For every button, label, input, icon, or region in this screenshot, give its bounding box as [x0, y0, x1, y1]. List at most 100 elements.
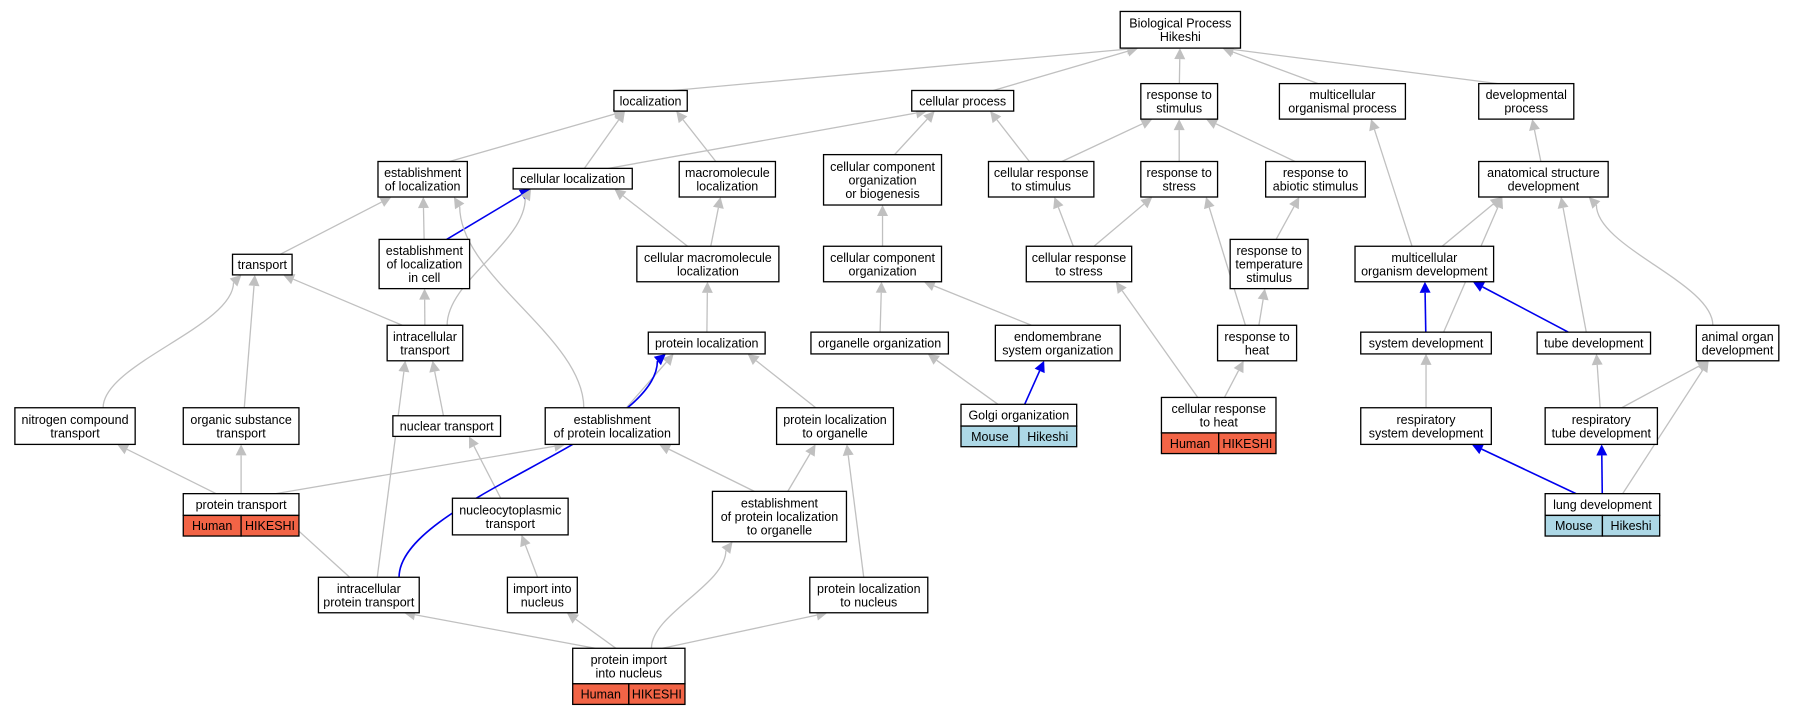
node-box [1544, 407, 1659, 446]
arrowhead [990, 111, 1002, 124]
node-box [182, 407, 300, 446]
node-label-line: to stimulus [1011, 180, 1071, 194]
edge-protein_localization_to_nucleus-to-protein_localization_to_organelle [847, 455, 865, 578]
edge-nitrogen_compound_transport-to-transport [102, 282, 235, 408]
edge-cellular_response_to_stress-to-response_to_stress [1093, 203, 1145, 247]
edge-organelle_organization-to-cellular_component_organization [879, 292, 882, 333]
node-label-line: cellular response [1032, 251, 1127, 265]
node-label-line: anatomical structure [1487, 166, 1600, 180]
node-label-line: respiratory [1397, 413, 1457, 427]
node-box [822, 153, 943, 206]
node-box [572, 647, 686, 685]
edge-tube_development-to-multicellular_organism_development [1482, 286, 1569, 333]
edge-protein_transport-to-nitrogen_compound_transport [126, 448, 217, 495]
species-label: Human [1170, 437, 1210, 451]
node-label-line: in cell [408, 271, 440, 285]
node-box [775, 407, 895, 446]
node-box [1695, 324, 1780, 362]
arrowhead [379, 197, 392, 207]
edge-response_to_heat-to-response_to_temperature_stimulus [1258, 299, 1264, 326]
node-label-line: lung development [1553, 498, 1652, 512]
node-label-line: intracellular [337, 582, 401, 596]
node-label-line: protein transport [196, 498, 288, 512]
node-tube-development[interactable]: tube development [1536, 331, 1652, 355]
node-label-line: stress [1163, 180, 1196, 194]
edge-protein_import_into_nucleus-to-intracellular_protein_transport [414, 614, 596, 649]
edge-establishment_of_protein_localization-to-establishment_of_localization [459, 206, 585, 408]
arrowhead [923, 280, 937, 291]
gene-cell [1018, 425, 1078, 448]
arrowhead [1174, 48, 1186, 60]
node-box [1216, 324, 1298, 362]
node-box [613, 89, 688, 112]
arrowhead [235, 444, 247, 456]
node-label-line: system development [1369, 426, 1484, 440]
node-box [386, 324, 464, 362]
node-organelle-organization[interactable]: organelle organization [810, 331, 950, 355]
edge-golgi_organization-to-organelle_organization [936, 359, 999, 405]
node-nuclear-transport[interactable]: nuclear transport [392, 415, 502, 438]
edge-lung_development-to-animal_organ_development [1622, 369, 1704, 495]
edge-response_to_abiotic_stimulus-to-response_to_stimulus [1215, 123, 1296, 163]
edge-cellular_macromolecule_localization-to-cellular_localization [622, 195, 688, 247]
edge-respiratory_tube_development-to-tube_development [1596, 364, 1601, 408]
node-label-line: or biogenesis [845, 187, 919, 201]
node-label-line: intracellular [393, 330, 457, 344]
node-protein-localization[interactable]: protein localization [647, 331, 766, 355]
edge-anatomical_structure_development-to-developmental_process [1533, 129, 1542, 162]
node-label-line: cellular process [919, 94, 1006, 108]
node-system-development[interactable]: system development [1360, 331, 1492, 355]
node-transport[interactable]: transport [231, 253, 293, 276]
node-cellular-process[interactable]: cellular process [911, 89, 1015, 112]
node-localization[interactable]: localization [613, 89, 688, 112]
arrowhead [1588, 197, 1601, 209]
node-label-line: establishment [741, 497, 819, 511]
node-cellular-localization[interactable]: cellular localization [512, 167, 633, 190]
node-label-line: nuclear transport [400, 420, 494, 434]
edge-organic_substance_transport-to-transport [243, 285, 255, 408]
edge-eolic-to-cellular_localization [446, 193, 522, 241]
edge-cellular_localization-to-localization [583, 119, 620, 169]
arrowhead [1204, 197, 1215, 210]
arrowhead [1591, 353, 1603, 366]
edge-import_into_nucleus-to-nucleocytoplasmic_transport [524, 544, 539, 578]
